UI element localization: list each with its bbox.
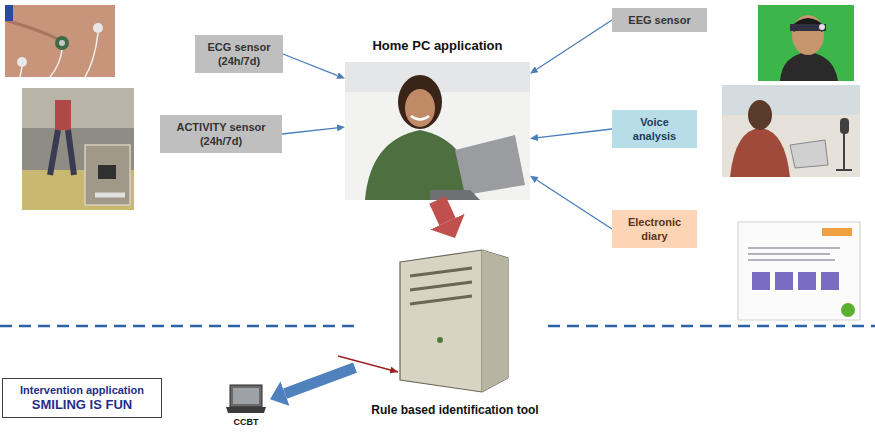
- sensor-box: ACTIVITY sensor (24h/7d): [160, 115, 282, 153]
- woman-face: [405, 89, 435, 127]
- analysis-box: Voice analysis: [612, 110, 697, 148]
- shoe: [95, 193, 125, 198]
- box-label: EEG sensor: [618, 13, 701, 27]
- server-icon: [400, 250, 508, 392]
- connector-arrow: [283, 54, 338, 76]
- green-backdrop: [758, 5, 854, 81]
- building: [22, 88, 134, 128]
- diary-box: Electronic diary: [612, 210, 697, 248]
- box-label: Voice analysis: [618, 115, 691, 143]
- mic-stand: [836, 134, 852, 170]
- electrode: [55, 36, 69, 50]
- screen-frame: [738, 222, 860, 320]
- street-photo: [22, 88, 134, 210]
- laptop-node: CCBT: [222, 383, 270, 428]
- connector-arrow: [438, 200, 448, 222]
- box-label: ACTIVITY sensor (24h/7d): [166, 120, 276, 148]
- walker-body: [55, 100, 71, 130]
- node-caption: CCBT: [234, 417, 259, 428]
- room-photo: [722, 85, 860, 177]
- laptop-screen: [230, 385, 262, 407]
- separator-dashed-line: [548, 325, 875, 328]
- person-head: [792, 15, 824, 55]
- electrode: [93, 23, 103, 33]
- server-case: [400, 250, 508, 392]
- box-label: Intervention application: [9, 383, 155, 397]
- connector-arrow: [282, 128, 337, 134]
- person-head: [748, 100, 772, 130]
- activity-sensor: [98, 165, 116, 179]
- voice-photo: [722, 85, 860, 177]
- woman-hair: [398, 75, 442, 129]
- ecg-wire: [20, 33, 98, 77]
- laptop-base: [430, 190, 480, 200]
- home-pc-node: Home PC application: [345, 38, 530, 200]
- connector-arrow: [285, 368, 355, 394]
- node-heading: Home PC application: [369, 38, 505, 54]
- office-photo: [345, 62, 530, 200]
- sensor-box: ECG sensor (24h/7d): [195, 35, 283, 73]
- skin-photo: [5, 5, 115, 77]
- power-light: [437, 337, 443, 343]
- eeg-photo: [758, 5, 854, 81]
- answer-icon: [821, 272, 839, 290]
- answer-icon: [775, 272, 793, 290]
- device-edge: [5, 5, 13, 21]
- window: [722, 85, 860, 115]
- laptop-base: [226, 407, 266, 413]
- electrode: [17, 57, 27, 67]
- microphone: [840, 118, 849, 134]
- walker-legs: [50, 130, 74, 175]
- person-body: [730, 128, 790, 177]
- box-label: ECG sensor (24h/7d): [201, 40, 277, 68]
- connector-arrow: [537, 180, 612, 229]
- sensor-box: EEG sensor: [612, 8, 707, 32]
- eeg-electrode: [819, 24, 825, 30]
- ecg-photo: [5, 5, 115, 77]
- smile: [411, 116, 429, 120]
- sensor-inset: [85, 145, 130, 205]
- home-pc-photo: [345, 62, 530, 200]
- answer-icon: [752, 272, 770, 290]
- box-label: SMILING IS FUN: [9, 397, 155, 413]
- laptop-screen: [455, 135, 525, 195]
- answer-icon: [798, 272, 816, 290]
- person-body: [780, 52, 838, 81]
- node-caption: Rule based identification tool: [369, 403, 540, 418]
- server-side: [482, 250, 508, 392]
- diary-screenshot: [738, 222, 860, 320]
- drive-bay: [410, 268, 472, 304]
- intervention-box: Intervention applicationSMILING IS FUN: [2, 378, 162, 418]
- server-node: Rule based identification tool: [355, 238, 555, 418]
- laptop-display: [233, 388, 259, 404]
- app-logo: [822, 228, 852, 236]
- question-text: [748, 248, 840, 260]
- connector-arrow: [537, 20, 612, 69]
- box-label: Electronic diary: [618, 215, 691, 243]
- skin-fold: [5, 20, 60, 40]
- separator-dashed-line: [0, 325, 360, 328]
- confirm-check: [841, 303, 855, 317]
- activity-photo: [22, 88, 134, 210]
- laptop-icon: [226, 385, 266, 413]
- electrode-core: [59, 40, 65, 46]
- eeg-headband: [790, 24, 826, 31]
- connector-arrow: [538, 129, 612, 138]
- laptop: [790, 140, 828, 168]
